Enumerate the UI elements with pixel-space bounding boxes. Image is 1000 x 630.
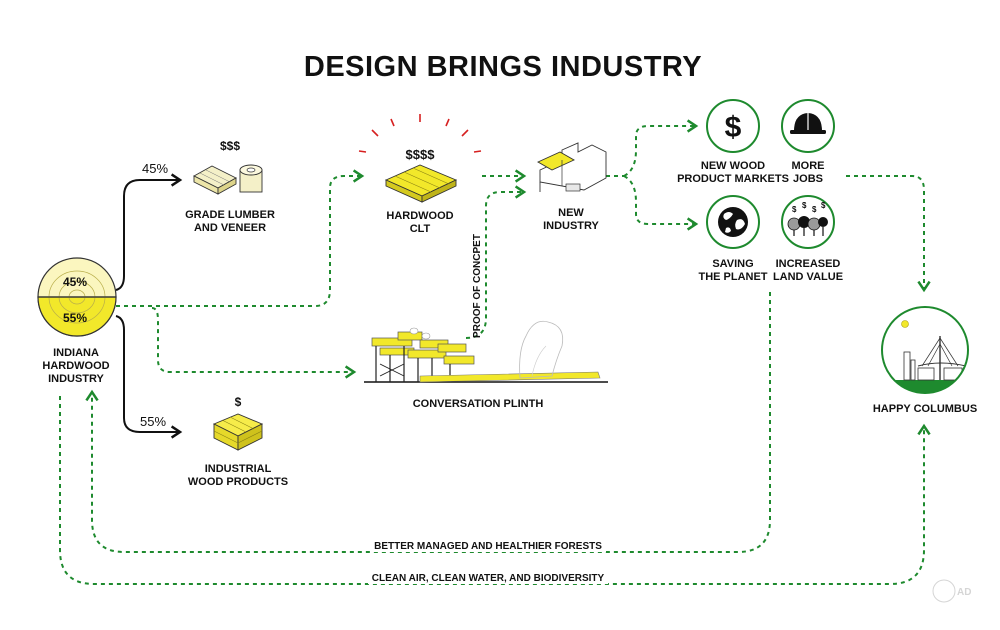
svg-text:$: $ [812, 205, 817, 214]
hardwood-log-icon [37, 257, 117, 337]
watermark-logo: AD [932, 579, 971, 603]
trees-icon: $ $ $ $ [787, 201, 828, 236]
veneer-roll-icon [239, 164, 263, 193]
new-markets-label-1: NEW WOOD [701, 160, 765, 172]
new-markets-label-2: PRODUCT MARKETS [677, 173, 789, 185]
branch-lower-percent: 55% [140, 414, 166, 429]
grade-lumber-label-2: AND VENEER [194, 222, 266, 234]
log-split-bottom: 55% [63, 311, 87, 325]
loop-inner-label: BETTER MANAGED AND HEALTHIER FORESTS [374, 541, 602, 552]
clt-label-1: HARDWOOD [386, 210, 453, 222]
lumber-stack-icon [193, 165, 237, 195]
industrial-wood-label-1: INDUSTRIAL [205, 463, 272, 475]
industrial-wood-price: $ [235, 395, 242, 409]
branch-upper-percent: 45% [142, 161, 168, 176]
flow-to-planet [623, 175, 699, 231]
clt-price: $$$$ [406, 147, 436, 162]
loop-outer-air [59, 396, 931, 585]
new-industry-label-2: INDUSTRY [543, 220, 599, 232]
flow-to-plinth [151, 307, 357, 379]
clt-panel-icon [384, 164, 458, 203]
dollar-icon: $ [725, 111, 742, 144]
source-label-1: INDIANA [53, 347, 99, 359]
svg-text:$: $ [802, 201, 807, 210]
page-title: DESIGN BRINGS INDUSTRY [304, 51, 702, 83]
globe-icon [718, 207, 748, 237]
grade-lumber-label-1: GRADE LUMBER [185, 209, 275, 221]
flow-proof-of-concept [465, 185, 527, 339]
log-split-top: 45% [63, 275, 87, 289]
happy-columbus-label: HAPPY COLUMBUS [873, 403, 977, 415]
land-value-label-1: INCREASED [776, 258, 841, 270]
more-jobs-label-2: JOBS [793, 173, 823, 185]
svg-text:AD: AD [957, 587, 971, 598]
proof-of-concept-label: PROOF OF CONCPET [472, 234, 483, 338]
loop-outer-label: CLEAN AIR, CLEAN WATER, AND BIODIVERSITY [372, 573, 605, 584]
clt-label-2: CLT [410, 223, 431, 235]
factory-building-icon [537, 142, 607, 192]
happy-columbus-icon [881, 306, 969, 394]
flow-to-markets [623, 119, 699, 177]
new-markets-badge [706, 99, 760, 153]
flow-to-clt [116, 169, 365, 307]
branch-upper-arrow [115, 173, 183, 291]
branch-lower-arrow [115, 315, 183, 439]
industrial-wood-label-2: WOOD PRODUCTS [188, 476, 288, 488]
new-industry-label-1: NEW [558, 207, 584, 219]
wood-crate-icon [212, 413, 264, 451]
loop-inner-forests [85, 292, 771, 553]
loop-outer-label-bg [368, 570, 608, 584]
flow-to-columbus-top [846, 175, 931, 293]
land-value-label-2: LAND VALUE [773, 271, 843, 283]
hardhat-icon [790, 113, 826, 134]
plinth-label: CONVERSATION PLINTH [413, 398, 544, 410]
saving-planet-label-1: SAVING [712, 258, 753, 270]
saving-planet-label-2: THE PLANET [698, 271, 767, 283]
plinth-structure-icon [364, 320, 608, 383]
svg-text:$: $ [792, 205, 797, 214]
svg-text:$: $ [821, 201, 826, 210]
source-label-3: INDUSTRY [48, 373, 104, 385]
sparkle-lines-icon [358, 114, 482, 153]
loop-inner-label-bg [370, 538, 606, 552]
grade-lumber-price: $$$ [220, 139, 240, 153]
more-jobs-label-1: MORE [792, 160, 825, 172]
source-label-2: HARDWOOD [42, 360, 109, 372]
